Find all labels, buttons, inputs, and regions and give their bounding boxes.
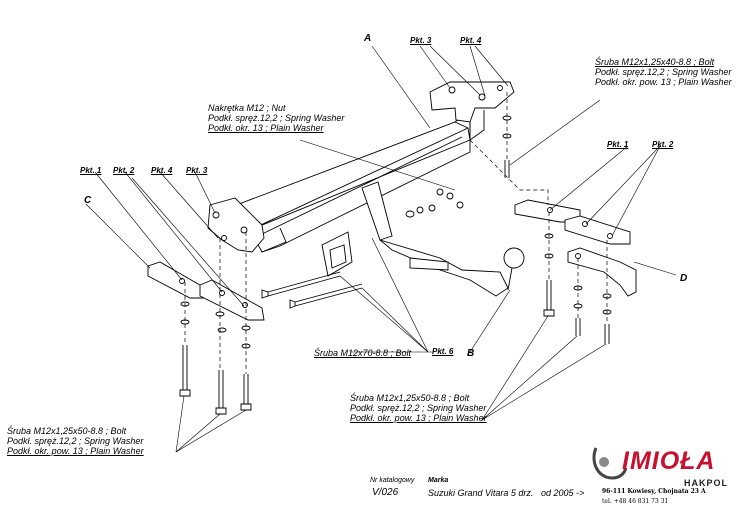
left-pkt3-label: Pkt. 3 <box>186 166 208 175</box>
top-pkt4-label: Pkt. 4 <box>460 36 482 45</box>
left-mounting-plates <box>147 261 265 321</box>
label-b: B <box>467 348 475 359</box>
leader-lines <box>85 45 677 453</box>
tow-ball-neck <box>361 181 525 297</box>
note-line: Podkł. spręż.12,2 ; Spring Washer <box>595 67 732 77</box>
label-a: A <box>364 33 372 44</box>
note-line: Podkł. spręż.12,2 ; Spring Washer <box>7 436 144 446</box>
left-bolts <box>179 301 252 415</box>
top-right-bracket <box>429 81 515 141</box>
bottom-center-bolt-note: Śruba M12x1,25x50-8.8 ; Bolt Podkł. sprę… <box>350 393 487 423</box>
note-line: Podkł. okr. 13 ; Plain Washer <box>208 123 324 133</box>
note-line: Podkł. okr. pow. 13 ; Plain Washer <box>350 413 487 423</box>
company-phone: tel. +48 46 831 73 31 <box>602 498 669 505</box>
center-bolts <box>261 271 363 309</box>
note-line: Podkł. spręż.12,2 ; Spring Washer <box>350 403 487 413</box>
note-line: Podkł. okr. pow. 13 ; Plain Washer <box>595 77 732 87</box>
center-bolt-note: Śruba M12x70-8.8 ; Bolt <box>314 348 412 358</box>
right-pkt2-label: Pkt. 2 <box>652 140 674 149</box>
note-line: Śruba M12x1,25x50-8.8 ; Bolt <box>350 393 470 403</box>
pkt6-label: Pkt. 6 <box>432 347 454 356</box>
top-pkt3-label: Pkt. 3 <box>410 36 432 45</box>
left-pkt1-label: Pkt. 1 <box>80 166 102 175</box>
model-year: od 2005 -> <box>541 488 585 498</box>
label-c: C <box>84 195 92 206</box>
alignment-lines <box>184 92 608 374</box>
right-mounting-plates <box>514 199 637 297</box>
catalog-number: V/026 <box>372 487 399 498</box>
label-d: D <box>680 273 688 284</box>
bottom-left-bolt-note: Śruba M12x1,25x50-8.8 ; Bolt Podkł. sprę… <box>7 426 144 456</box>
company-address: 96-111 Kowiesy, Chojnata 23 A <box>602 488 706 495</box>
logo-mark <box>592 447 628 480</box>
left-pkt2-label: Pkt. 2 <box>113 166 135 175</box>
nut-note: Nakrętka M12 ; Nut Podkł. spręż.12,2 ; S… <box>208 103 344 133</box>
socket-plate <box>321 231 353 277</box>
note-line: Śruba M12x1,25x50-8.8 ; Bolt <box>7 426 127 436</box>
note-line: Śruba M12x1,25x40-8.8 ; Bolt <box>595 57 715 67</box>
note-line: Nakrętka M12 ; Nut <box>208 103 286 113</box>
brand-label: Marka <box>428 477 449 484</box>
logo-sub: HAKPOL <box>684 478 728 488</box>
left-pkt4-label: Pkt. 4 <box>151 166 173 175</box>
crossbar-beam <box>208 109 471 253</box>
car-model: Suzuki Grand Vitara 5 drz. <box>428 488 534 498</box>
top-right-bolt-note: Śruba M12x1,25x40-8.8 ; Bolt Podkł. sprę… <box>595 57 732 87</box>
nut-washer-stack <box>405 188 464 218</box>
note-line: Podkł. okr. pow. 13 ; Plain Washer <box>7 446 144 456</box>
logo-wordmark: IMIOŁA <box>622 447 716 475</box>
right-pkt1-label: Pkt. 1 <box>607 140 629 149</box>
note-line: Podkł. spręż.12,2 ; Spring Washer <box>208 113 345 123</box>
catalog-label: Nr katalogowy <box>370 477 415 484</box>
